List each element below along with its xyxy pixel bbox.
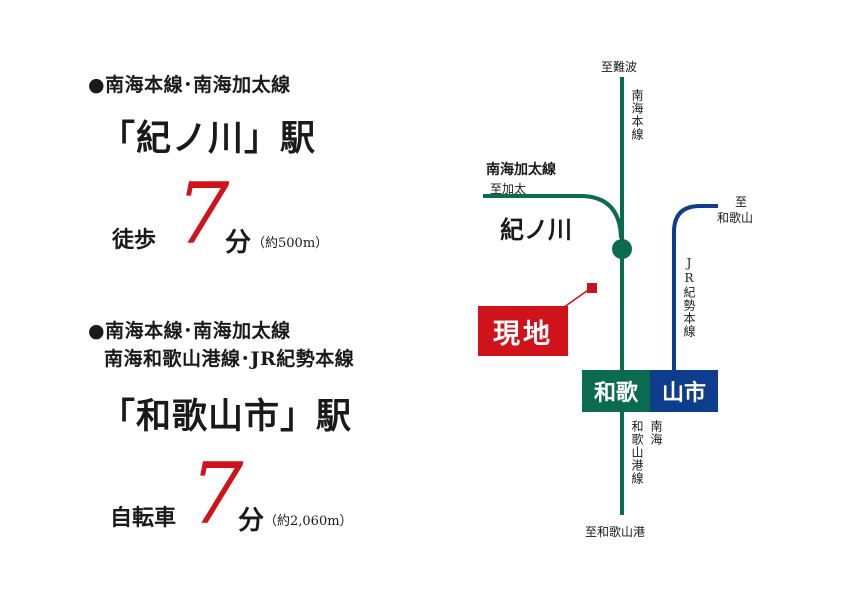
access2-unit: 分 — [238, 506, 265, 536]
wakayamashi-station-nankai: 和歌 — [582, 370, 650, 412]
access2-lines-1: ●南海本線･南海加太線 — [88, 320, 291, 342]
site-marker — [587, 283, 597, 293]
access1-lines: ●南海本線･南海加太線 — [88, 74, 291, 96]
label-to-wakayama-1: 至 — [735, 195, 748, 209]
access2-distance: （約2,060m） — [264, 514, 353, 529]
kinokawa-station-dot — [612, 239, 632, 259]
access1-distance: （約500m） — [252, 236, 329, 251]
wakayamashi-station-jr: 山市 — [650, 370, 718, 412]
access2-station: 「和歌山市」駅 — [100, 396, 353, 437]
access1-minutes: 7 — [176, 165, 230, 263]
label-to-namba: 至難波 — [601, 60, 638, 74]
label-kada-line: 南海加太線 — [486, 162, 556, 178]
label-nankai-main: 南海本線 — [630, 89, 644, 141]
access2-mode: 自転車 — [110, 505, 177, 531]
label-port-line-1: 南海 — [649, 420, 663, 446]
access2-minutes: 7 — [190, 445, 244, 543]
jr-kisei-line — [672, 204, 718, 375]
label-to-kada: 至加太 — [490, 182, 527, 196]
access2-lines-2: 南海和歌山港線･JR紀勢本線 — [104, 348, 355, 370]
access1-mode: 徒歩 — [112, 227, 157, 253]
label-to-wakayama-2: 和歌山 — [717, 211, 754, 225]
label-port-line-2: 和歌山港線 — [630, 420, 644, 485]
label-to-wakayama-port: 至和歌山港 — [585, 525, 646, 539]
label-jr-kisei: JR紀勢本線 — [682, 256, 696, 338]
genchi-site-badge: 現地 — [478, 306, 568, 356]
access1-station: 「紀ノ川」駅 — [100, 118, 317, 159]
label-kinokawa-station: 紀ノ川 — [500, 215, 572, 244]
access1-unit: 分 — [225, 228, 252, 258]
nankai-kada-line — [483, 194, 623, 239]
